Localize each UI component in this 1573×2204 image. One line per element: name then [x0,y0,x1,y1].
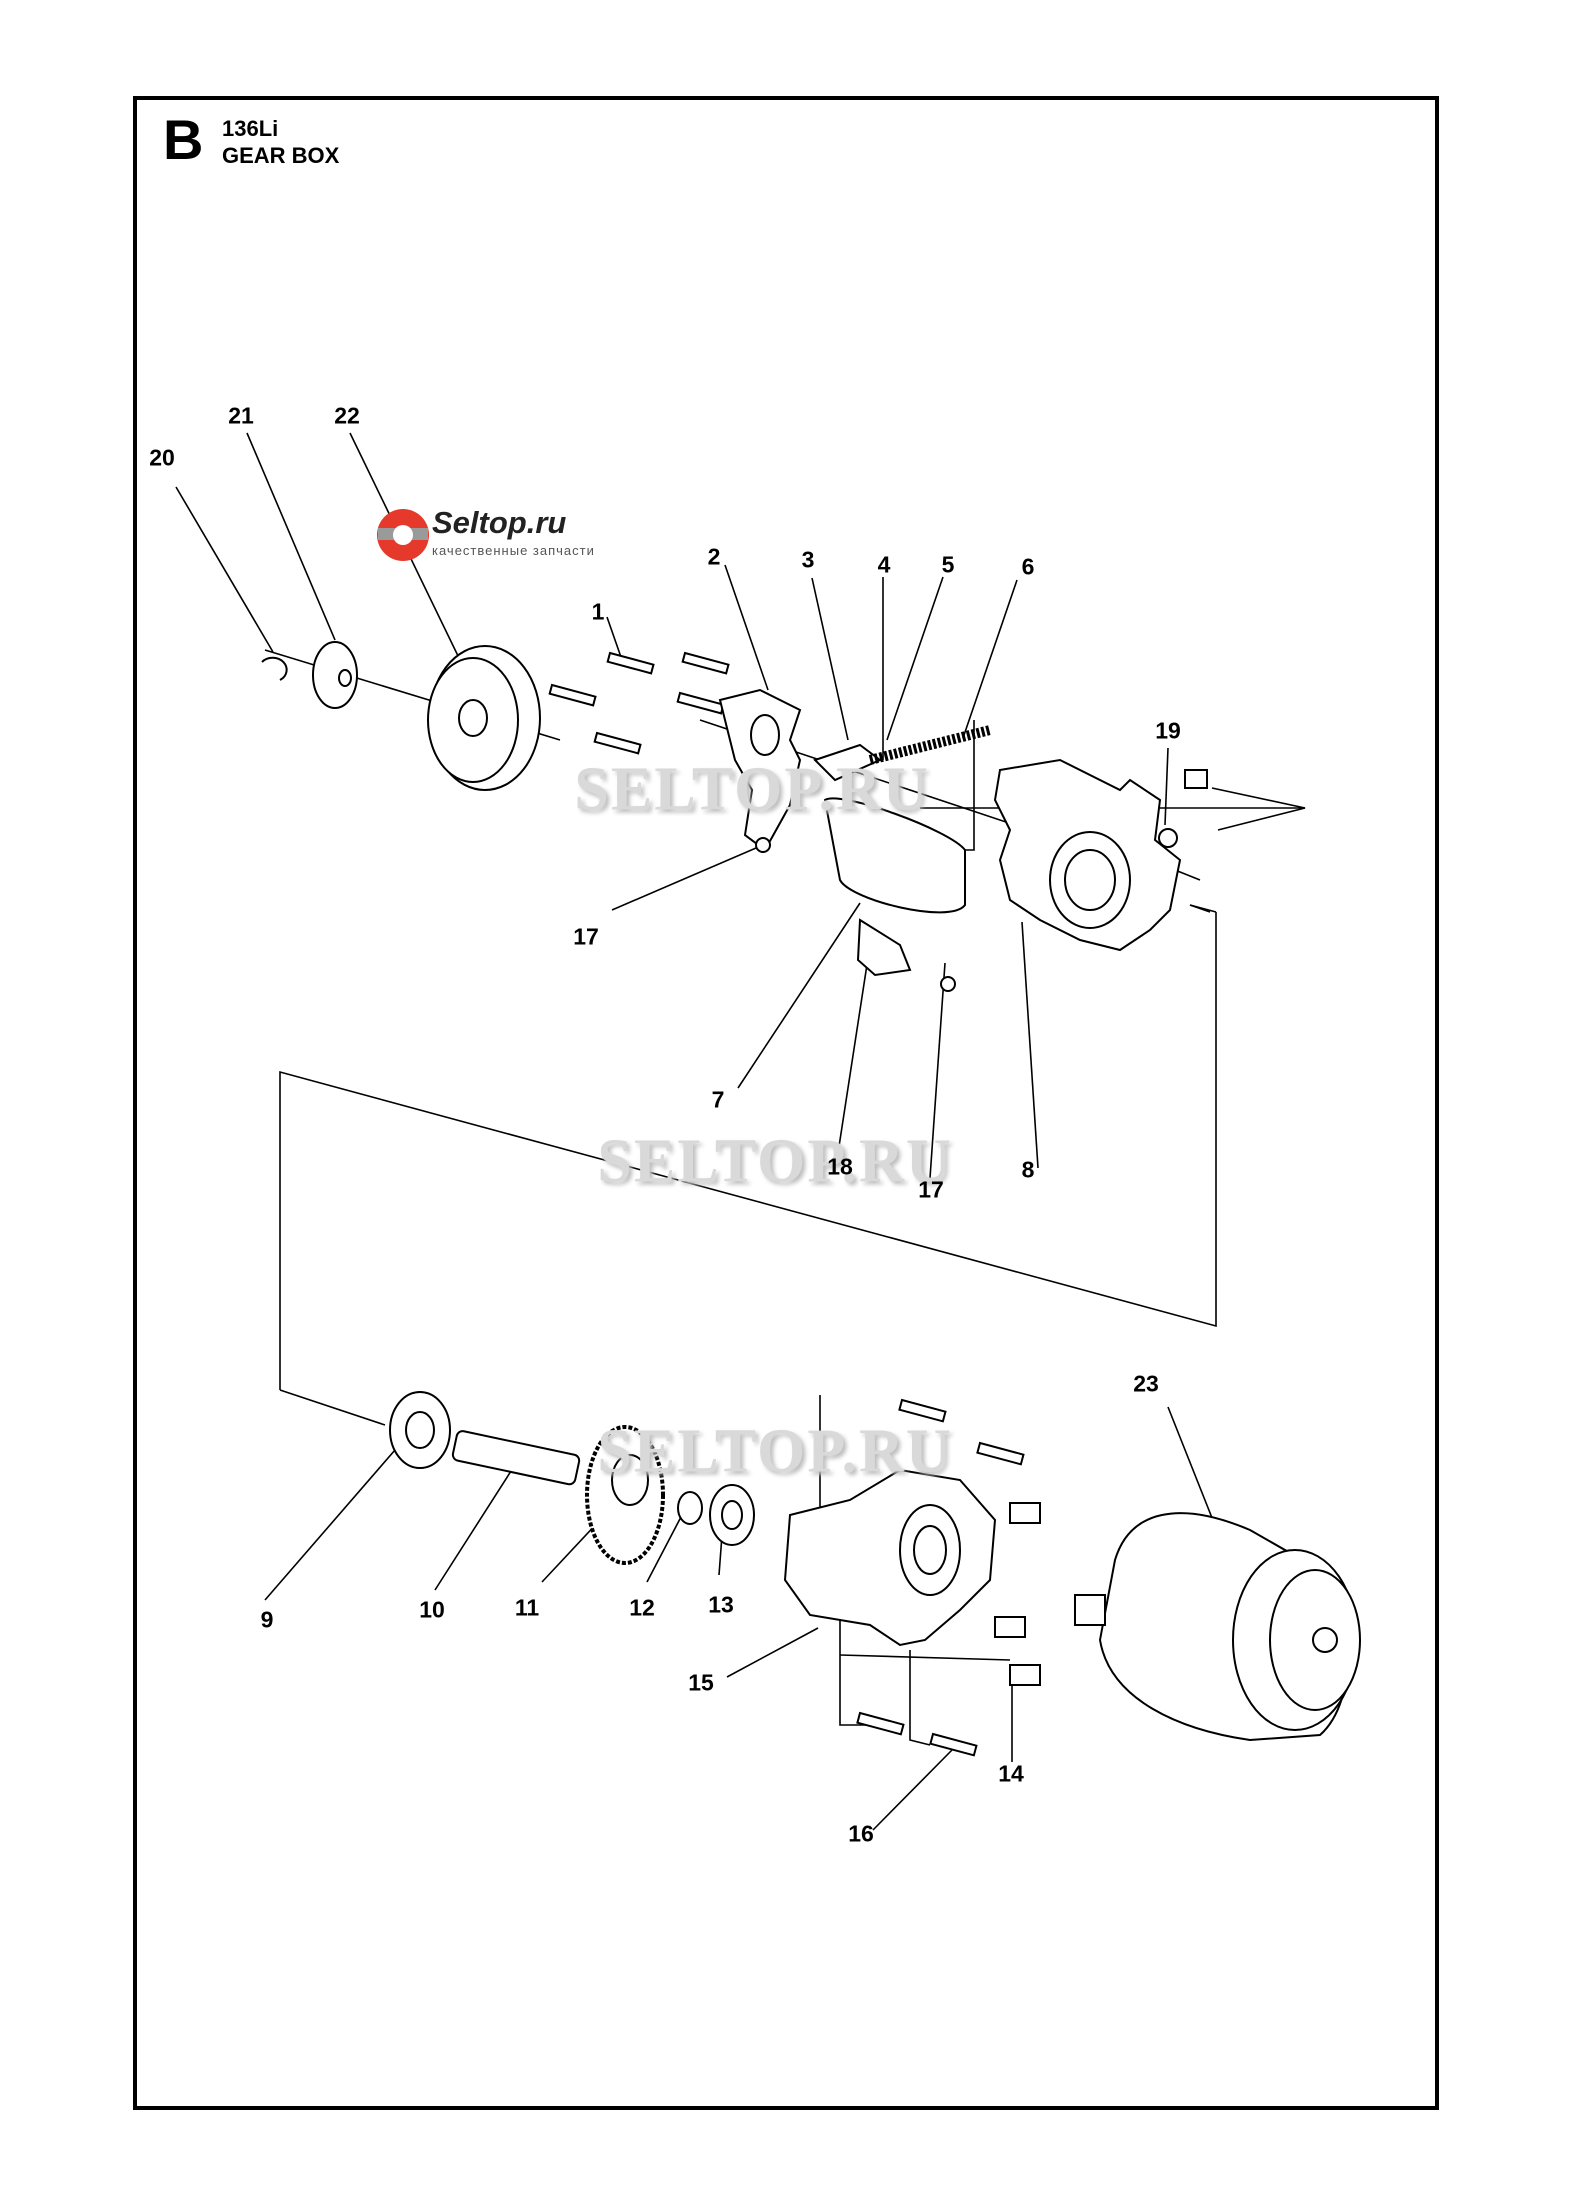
washer-part-21 [312,641,358,709]
part-callout: 14 [998,1760,1024,1787]
part-callout: 18 [827,1153,853,1180]
part-callout: 21 [228,402,254,429]
part-callout: 7 [711,1086,725,1113]
part-callout: 3 [801,546,815,573]
watermark-overlay: SELTOP.RU [597,1127,953,1196]
part-callout: 10 [419,1596,445,1623]
diagram-frame [133,96,1439,2110]
part-callout: 13 [708,1591,734,1618]
seltop-logo-mark [377,509,429,561]
part-callout: 8 [1021,1156,1035,1183]
part-callout: 17 [918,1176,944,1203]
part-callout: 11 [514,1594,540,1621]
part-callout: 23 [1133,1370,1159,1397]
part-callout: 16 [848,1820,874,1847]
part-callout: 22 [334,402,360,429]
part-callout: 9 [260,1606,274,1633]
part-callout: 6 [1021,553,1035,580]
model-name: 136Li [222,116,279,141]
part-callout: 1 [591,598,605,625]
part-callout: 17 [573,923,599,950]
part-callout: 19 [1155,717,1181,744]
page-title: GEAR BOX [222,143,340,168]
section-letter: B [163,108,204,171]
part-callout: 15 [688,1669,714,1696]
part-callout: 12 [629,1594,655,1621]
seltop-logo-tagline: качественные запчасти [432,543,595,558]
part-callout: 4 [877,551,891,578]
seltop-logo-brand: Seltop.ru [432,505,567,540]
part-callout: 2 [707,543,721,570]
part-callout: 5 [941,551,955,578]
watermark-overlay: SELTOP.RU [574,755,930,824]
part-callout: 20 [149,444,175,471]
watermark-overlay: SELTOP.RU [597,1417,953,1486]
